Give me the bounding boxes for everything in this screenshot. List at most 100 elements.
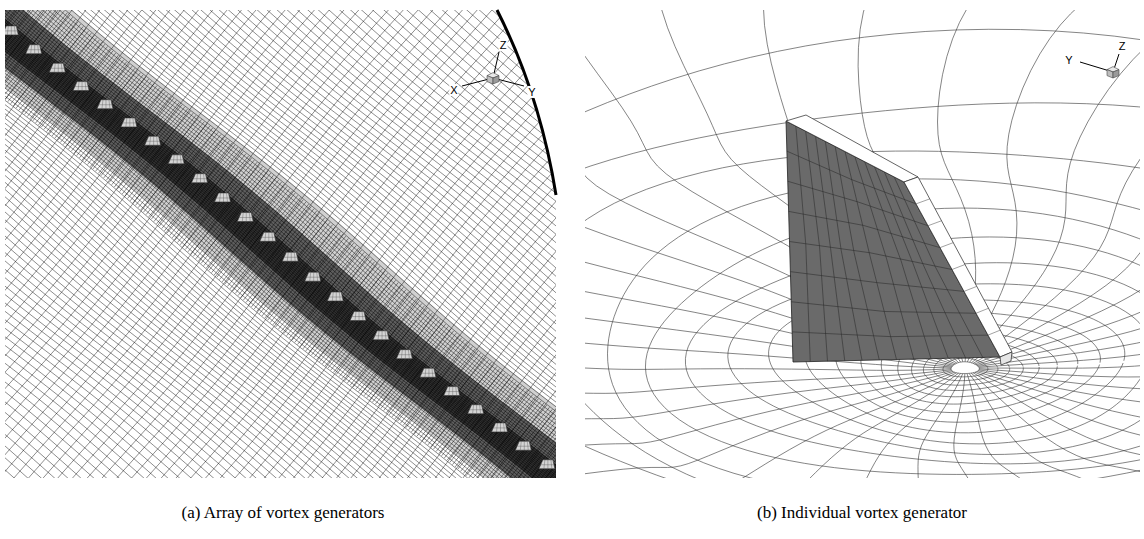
- mesh-line: [74, 0, 785, 539]
- figure-caption: (a) Array of vortex generators: [182, 503, 385, 523]
- mesh-line: [975, 10, 1140, 364]
- axis-label: Z: [499, 39, 508, 51]
- mesh-line: [566, 476, 638, 539]
- mesh-line: [83, 0, 794, 539]
- vortex-generator: [191, 174, 207, 183]
- mesh-line: [611, 513, 684, 539]
- vortex-generator: [168, 155, 184, 164]
- mesh-line: [592, 498, 665, 539]
- vortex-generator: [468, 405, 484, 414]
- mesh-line: [0, 0, 1065, 433]
- mesh-line: [608, 511, 681, 539]
- mesh-line: [422, 229, 1132, 539]
- axis-label: Y: [1064, 54, 1073, 66]
- surface-mesh: [585, 10, 1140, 478]
- vortex-generator: [237, 213, 253, 222]
- mesh-line: [614, 516, 687, 539]
- mesh-line: [91, 0, 802, 539]
- mesh-line: [548, 460, 619, 539]
- vortex-generator: [373, 331, 389, 340]
- mesh-line: [553, 465, 625, 539]
- mesh-line: [978, 107, 1140, 366]
- figure-caption: (b) Individual vortex generator: [757, 503, 967, 523]
- vortex-generator: [491, 423, 507, 432]
- mesh-line: [532, 448, 602, 533]
- mesh-line: [600, 504, 673, 539]
- vortex-generator: [786, 115, 1012, 365]
- mesh-line: [616, 518, 689, 539]
- mesh-line: [0, 0, 2, 42]
- mesh-line: [558, 469, 630, 539]
- mesh-line: [975, 372, 1140, 478]
- mesh-line: [622, 522, 695, 539]
- vortex-generator: [305, 272, 321, 281]
- axis-label: Z: [1118, 40, 1127, 52]
- mesh-line: [0, 0, 1055, 446]
- vortex-generator: [327, 292, 343, 301]
- mesh-line: [0, 0, 4, 44]
- mesh-line: [561, 471, 633, 539]
- mesh-line: [585, 491, 658, 539]
- vortex-generator: [444, 387, 460, 396]
- mesh-line: [603, 506, 676, 539]
- vortex-generator: [26, 45, 42, 54]
- mesh-line: [585, 372, 955, 478]
- mesh-line: [624, 525, 697, 539]
- mesh-line: [973, 373, 1140, 478]
- mesh-line: [577, 484, 650, 539]
- vortex-generator: [121, 118, 137, 127]
- mesh-line: [579, 486, 652, 539]
- mesh-line: [978, 371, 1140, 417]
- mesh-line: [671, 373, 961, 478]
- vortex-generator: [49, 63, 65, 72]
- vortex-generator: [215, 193, 231, 202]
- vortex-generator: [350, 312, 366, 321]
- mesh-line: [585, 373, 958, 478]
- mesh-line: [632, 531, 705, 539]
- mesh-line: [100, 0, 811, 539]
- mesh-line: [967, 10, 1140, 362]
- vortex-generator: [2, 26, 18, 35]
- mesh-line: [556, 467, 628, 539]
- vortex-generator: [396, 350, 412, 359]
- mesh-line: [587, 493, 660, 539]
- vortex-generator: [539, 460, 555, 469]
- mesh-line: [977, 53, 1140, 365]
- mesh-line: [535, 450, 605, 536]
- mesh-line: [606, 509, 679, 539]
- mesh-line: [66, 0, 777, 539]
- axis-triad: [462, 52, 1119, 86]
- mesh-line: [0, 0, 1060, 439]
- mesh-line: [585, 29, 1140, 478]
- mesh-line: [585, 369, 952, 422]
- vortex-generator: [282, 252, 298, 261]
- mesh-line: [585, 10, 1140, 478]
- mesh-line: [595, 500, 668, 539]
- vortex-generator: [515, 441, 531, 450]
- mesh-line: [537, 452, 608, 538]
- mesh-line: [564, 473, 636, 539]
- mesh-line: [970, 10, 1140, 362]
- mesh-line: [971, 373, 1140, 478]
- axis-label: Y: [527, 86, 536, 98]
- mesh-line: [976, 10, 1140, 365]
- vortex-generator: [562, 479, 578, 488]
- mesh-line: [550, 463, 621, 539]
- axis-label: X: [449, 84, 458, 96]
- mesh-line: [571, 480, 643, 539]
- mesh-line: [585, 103, 1140, 478]
- mesh-line: [598, 502, 671, 539]
- mesh-line: [585, 10, 1140, 478]
- mesh-line: [585, 373, 956, 478]
- mesh-line: [969, 373, 1140, 478]
- vortex-generator: [97, 100, 113, 109]
- vortex-generator: [260, 232, 276, 241]
- mesh-line: [971, 10, 1140, 363]
- mesh-line: [585, 372, 953, 453]
- vortex-generator: [73, 82, 89, 91]
- mesh-line: [582, 489, 655, 539]
- mesh-line: [57, 0, 767, 539]
